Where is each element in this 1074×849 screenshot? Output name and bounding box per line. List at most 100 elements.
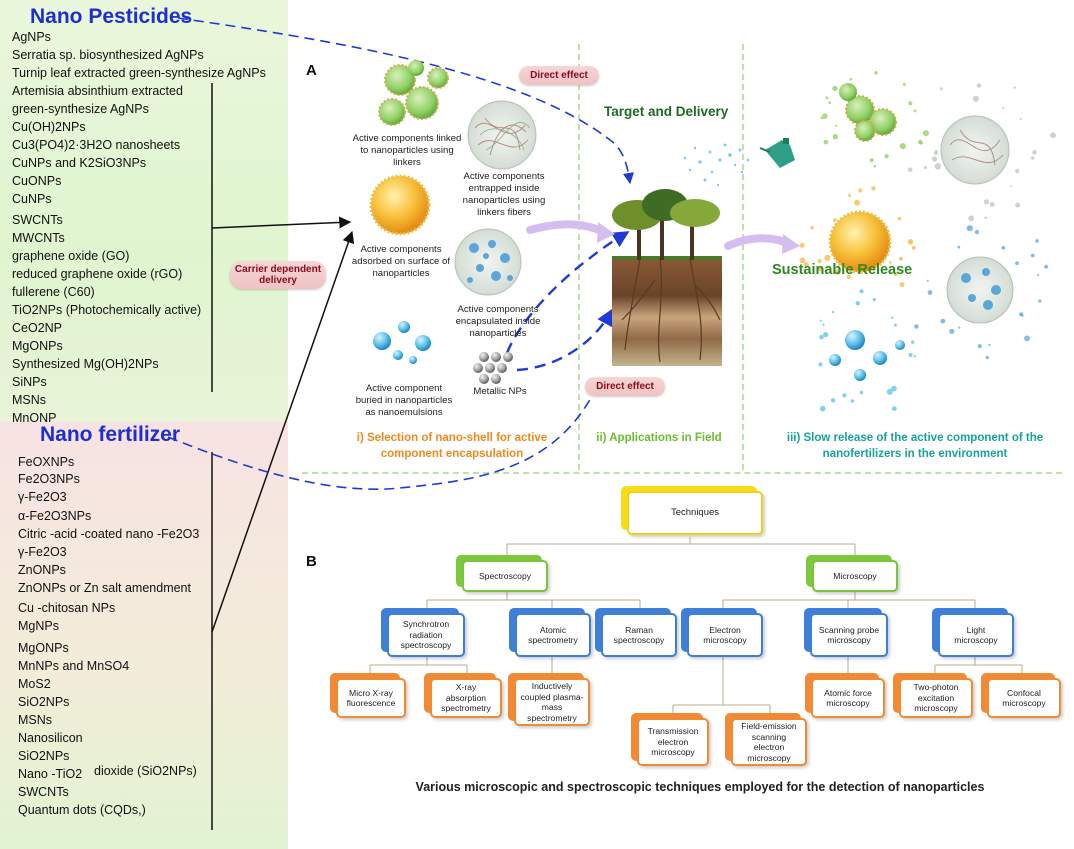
- list-item: CuONPs: [12, 174, 62, 188]
- release-particle: [977, 344, 982, 349]
- release-particle: [822, 323, 825, 326]
- list-item: SiO2NPs: [18, 695, 70, 709]
- release-particle: [934, 163, 942, 170]
- icp-ms-node: Inductively coupled plasma-mass spectrom…: [514, 678, 590, 726]
- list-item: SiO2NPs: [18, 749, 70, 763]
- release-particle: [832, 218, 837, 223]
- sustainable-release-label: Sustainable Release: [772, 262, 913, 278]
- release-particle: [902, 82, 906, 86]
- list-item: CuNPs and K2SiO3NPs: [12, 156, 147, 170]
- list-item: fullerene (C60): [12, 285, 95, 299]
- release-particle: [913, 109, 917, 113]
- release-particle: [832, 85, 838, 92]
- release-particle: [799, 242, 805, 248]
- release-particle: [1015, 202, 1021, 208]
- list-item: CuNPs: [12, 192, 52, 206]
- fertilizer-side-note: dioxide (SiO2NPs): [94, 764, 197, 778]
- panel-b-caption: Various microscopic and spectroscopic te…: [415, 780, 985, 794]
- list-item: Quantum dots (CQDs,): [18, 803, 146, 817]
- release-particle: [819, 334, 824, 340]
- release-particle: [849, 77, 853, 81]
- release-particle: [907, 167, 913, 172]
- linkers-caption: Active components linked to nanoparticle…: [352, 133, 462, 168]
- list-item: SWCNTs: [18, 785, 69, 799]
- techniques-root-node: Techniques: [627, 491, 763, 535]
- release-particle: [927, 290, 933, 295]
- list-item: ZnONPs or Zn salt amendment: [18, 581, 191, 595]
- release-particle: [854, 199, 860, 206]
- release-particle: [799, 257, 806, 264]
- release-particle: [911, 245, 916, 250]
- list-item: α-Fe2O3NPs: [18, 509, 92, 523]
- direct-effect-bottom-pill: Direct effect: [585, 377, 665, 396]
- release-particle: [1024, 335, 1030, 342]
- release-particle: [891, 385, 897, 392]
- entrapped-caption: Active components entrapped inside nanop…: [462, 171, 546, 218]
- list-item: green-synthesize AgNPs: [12, 102, 149, 116]
- raman-node: Raman spectroscopy: [601, 613, 677, 657]
- list-item: MnONP: [12, 411, 57, 425]
- nano-pesticides-heading: Nano Pesticides: [30, 5, 193, 28]
- release-particle: [869, 158, 874, 163]
- entrapped-nanoparticle-icon: [467, 100, 537, 170]
- two-photon-node: Two-photon excitation microscopy: [899, 678, 973, 718]
- release-particle: [1050, 132, 1056, 139]
- release-particle: [1032, 150, 1037, 155]
- release-particle: [1001, 246, 1006, 250]
- list-item: Turnip leaf extracted green-synthesize A…: [12, 66, 266, 80]
- release-particle: [1015, 261, 1019, 266]
- electron-microscopy-node: Electron microscopy: [687, 613, 763, 657]
- list-item: MSNs: [12, 393, 47, 407]
- list-item: FeOXNPs: [18, 455, 75, 469]
- list-item: AgNPs: [12, 30, 51, 44]
- light-microscopy-node: Light microscopy: [938, 613, 1014, 657]
- release-particle: [891, 406, 897, 411]
- release-particle: [823, 332, 829, 338]
- release-particle: [886, 388, 893, 395]
- release-particle: [1002, 107, 1005, 110]
- release-particle: [976, 83, 982, 88]
- release-particle: [891, 316, 894, 319]
- release-particle: [988, 343, 991, 346]
- list-item: Cu3(PO4)2·3H2O nanosheets: [12, 138, 181, 152]
- release-particle: [873, 165, 877, 168]
- release-particle: [913, 355, 916, 358]
- release-particle: [911, 340, 915, 344]
- release-particle: [850, 399, 855, 403]
- release-particle: [899, 143, 906, 150]
- metallic-nps-caption: Metallic NPs: [473, 386, 527, 397]
- afm-node: Atomic force microscopy: [811, 678, 885, 718]
- encapsulated-caption: Active components encapsulated inside na…: [455, 304, 541, 339]
- panel-b-letter: B: [306, 553, 317, 570]
- release-particle: [819, 319, 822, 322]
- release-particle: [847, 83, 851, 87]
- release-particle: [822, 113, 828, 119]
- target-and-delivery-label: Target and Delivery: [604, 104, 729, 119]
- release-particle: [832, 134, 839, 140]
- release-particle: [939, 87, 943, 91]
- section-i-caption: i) Selection of nano-shell for active co…: [356, 432, 548, 460]
- nano-pesticides-panel: [0, 0, 288, 422]
- list-item: MgNPs: [18, 619, 59, 633]
- release-particle: [1037, 273, 1040, 276]
- list-item: Cu -chitosan NPs: [18, 601, 116, 615]
- release-particle: [926, 279, 929, 282]
- release-particle: [989, 201, 995, 207]
- synchrotron-node: Synchrotron radiation spectroscopy: [387, 613, 465, 657]
- section-iii-caption: iii) Slow release of the active componen…: [786, 432, 1044, 460]
- release-particle: [823, 139, 829, 145]
- panel-a-bottom-divider: [302, 472, 1062, 474]
- release-particle: [958, 326, 961, 329]
- release-particle: [817, 258, 822, 264]
- release-particle: [1044, 264, 1048, 269]
- release-particle: [899, 282, 905, 288]
- linked-nanoparticles-icon: [378, 60, 449, 126]
- release-particle: [974, 229, 980, 235]
- list-item: CeO2NP: [12, 321, 63, 335]
- list-item: reduced graphene oxide (rGO): [12, 267, 183, 281]
- nanoemulsion-caption: Active component buried in nanoparticles…: [355, 383, 453, 418]
- release-particle: [984, 216, 987, 220]
- release-particle: [830, 398, 836, 403]
- release-particle: [914, 324, 919, 329]
